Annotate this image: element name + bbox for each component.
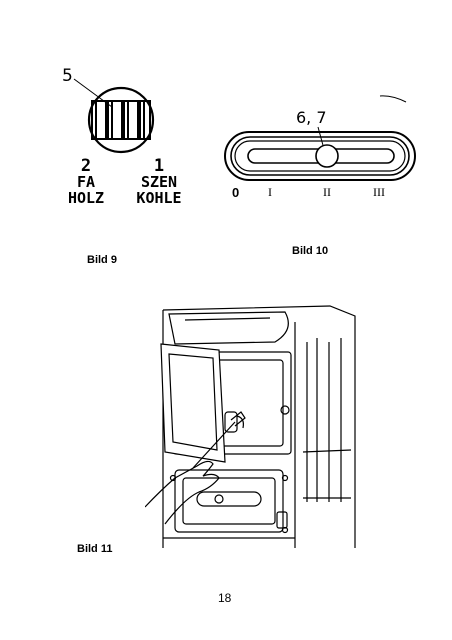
position-number-coal: 1 bbox=[153, 156, 165, 176]
callout-6-7: 6, 7 bbox=[296, 108, 327, 127]
caption-bild-11: Bild 11 bbox=[77, 543, 113, 555]
scale-mark-ii: II bbox=[323, 185, 331, 199]
label-holz: HOLZ bbox=[67, 189, 105, 207]
label-kohle: KOHLE bbox=[136, 189, 182, 207]
position-wood: 2 FA HOLZ bbox=[50, 156, 122, 207]
caption-bild-9: Bild 9 bbox=[87, 254, 117, 266]
figure-10: 6, 7 0 I II III bbox=[220, 85, 420, 215]
scale-mark-i: I bbox=[268, 185, 272, 199]
stove-door-illustration bbox=[145, 305, 356, 548]
air-regulator-drawing: 6, 7 bbox=[224, 95, 416, 181]
position-number-wood: 2 bbox=[80, 156, 92, 176]
position-coal: 1 SZEN KOHLE bbox=[120, 156, 198, 207]
figure-9: 5 2 FA HOLZ 1 SZEN KOHLE bbox=[50, 55, 200, 220]
caption-bild-10: Bild 10 bbox=[292, 245, 329, 257]
page-number: 18 bbox=[218, 591, 232, 605]
scale-mark-0: 0 bbox=[232, 185, 240, 200]
scale-mark-iii: III bbox=[373, 185, 385, 199]
callout-number-5: 5 bbox=[62, 66, 73, 86]
grate-selector-drawing: 5 bbox=[62, 66, 155, 154]
label-szen: SZEN bbox=[140, 173, 178, 191]
figure-11 bbox=[145, 302, 367, 548]
label-fa: FA bbox=[76, 173, 96, 191]
